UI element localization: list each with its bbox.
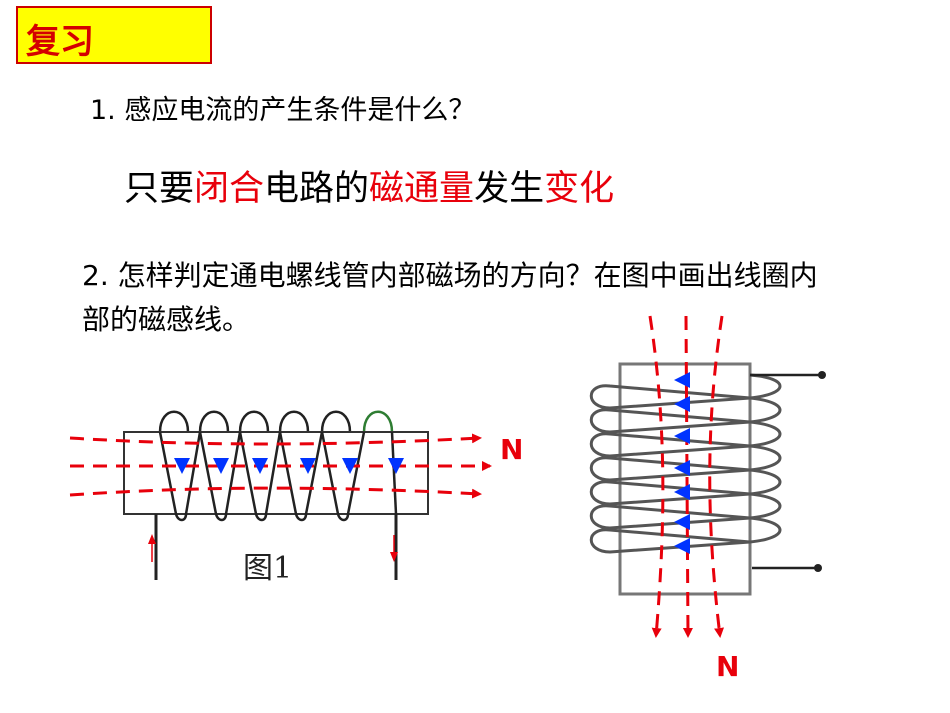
north-pole-label-1: N	[500, 433, 523, 466]
answer-1: 只要闭合电路的磁通量发生变化	[124, 160, 614, 211]
answer-part-1: 只要	[124, 169, 195, 209]
terminal-bottom	[814, 564, 822, 572]
title-box: 复习	[16, 6, 212, 64]
figure-1-caption: 图1	[243, 551, 292, 586]
field-lines-2	[648, 315, 725, 638]
terminal-top	[818, 371, 826, 379]
north-pole-label-2: N	[716, 650, 739, 683]
field-direction-arrows-1	[174, 458, 404, 474]
field-lines-1	[69, 433, 492, 499]
caption-box	[217, 540, 307, 590]
question-2: 2. 怎样判定通电螺线管内部磁场的方向？在图中画出线圈内部的磁感线。	[82, 259, 818, 336]
answer-part-2: 闭合	[194, 169, 265, 209]
field-direction-arrows-2	[674, 372, 690, 554]
answer-part-6: 变化	[544, 169, 615, 209]
answer-part-5: 发生	[474, 169, 545, 209]
answer-part-3: 电路的	[264, 169, 370, 209]
answer-part-4: 磁通量	[369, 169, 475, 209]
figure-2-solenoid: N	[589, 315, 826, 683]
figure-1-solenoid: 图1 N	[69, 410, 523, 590]
question-1: 1. 感应电流的产生条件是什么？	[90, 95, 476, 126]
title-text: 复习	[26, 22, 94, 62]
coil-front-turns-1	[158, 431, 398, 522]
solenoid-core-1	[123, 431, 429, 515]
coil-back-turns-1	[158, 410, 394, 433]
coil-turns-2	[589, 373, 782, 554]
